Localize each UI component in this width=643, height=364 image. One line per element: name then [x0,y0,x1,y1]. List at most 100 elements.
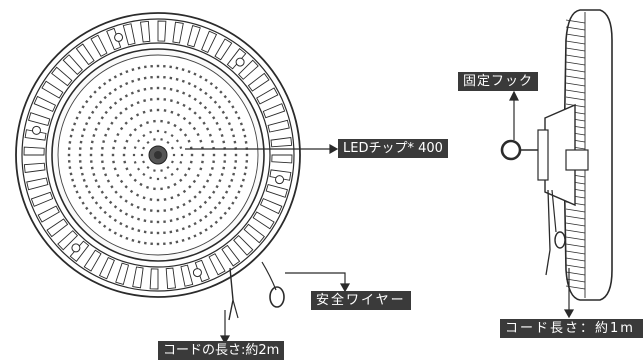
led-chip [156,75,160,79]
led-chip [223,153,227,157]
led-chip [82,128,86,132]
led-chip [102,140,106,144]
led-chip [181,68,185,72]
led-chip [163,98,167,101]
led-chip [169,219,173,223]
led-chip [190,153,194,157]
led-chip [108,228,112,232]
heatsink-fin [226,48,247,70]
led-chip [89,95,93,99]
led-chip [169,230,173,234]
heatsink-fin [165,267,176,290]
led-array [67,64,249,246]
led-chip [188,121,192,125]
led-chip [170,110,174,114]
led-chip [149,130,152,134]
led-chip [67,147,71,150]
led-chip [201,153,205,157]
side-fin [565,243,586,248]
led-chip [130,202,134,207]
led-chip [78,110,82,114]
led-chip [156,231,160,235]
led-chip [90,147,93,150]
power-cord-side [545,189,551,276]
led-chip [79,140,83,144]
led-chip [156,108,160,112]
led-chip [113,88,117,92]
led-chip [143,219,147,223]
led-chip [212,116,216,120]
led-chip [156,97,160,101]
led-chip [119,234,123,238]
heatsink-fin [256,87,279,105]
led-chip [227,184,232,188]
led-chip [119,97,123,101]
led-chip [163,198,167,201]
led-chip [176,101,180,105]
led-chip [143,99,147,103]
led-chip [90,166,94,170]
led-chip [160,119,163,123]
led-chip [142,134,146,138]
led-chip [146,140,150,145]
led-chip [221,196,225,200]
heatsink-fin [267,119,290,133]
led-chip [130,91,134,95]
led-chip [170,172,174,176]
led-chip [187,236,191,240]
led-chip [227,99,231,104]
led-chip [114,190,118,194]
led-chip [131,79,135,83]
led-chip [232,134,236,138]
led-chip [215,184,219,189]
led-chip [183,173,188,177]
led-chip [222,140,226,144]
led-chip [149,98,153,101]
led-chip [108,214,112,219]
led-chip [217,201,222,205]
led-chip [143,241,147,245]
led-chip [113,218,117,222]
led-chip [102,224,107,228]
led-chip [112,146,115,150]
led-chip [175,240,179,244]
led-chip [179,128,183,132]
label-led-chips: LEDチップ* 400 [338,139,448,158]
led-chip [133,146,137,149]
heatsink-fin [180,264,194,287]
heatsink-fin [46,218,69,238]
led-chip [111,153,115,157]
led-chip [71,178,75,182]
led-chip [181,238,185,242]
led-chip [169,76,173,80]
heatsink-fin [122,23,136,46]
led-chip [243,172,247,176]
led-chip [164,130,167,134]
led-chip [244,140,248,144]
led-chip [182,91,186,95]
led-chip [149,198,153,201]
led-chip [124,212,129,216]
led-chip [108,91,112,96]
led-chip [176,113,181,117]
led-chip [214,220,218,224]
heatsink-fin [90,34,108,57]
led-chip [153,169,156,172]
led-chip [156,64,160,68]
led-chip [193,234,197,238]
heatsink-fin [26,177,49,191]
safety-wire-line [261,261,277,291]
side-fin [565,82,586,87]
led-chip [142,160,146,164]
led-chip [175,229,179,233]
hook-ring [500,139,522,161]
led-chip [220,134,224,138]
rim-screw [71,243,81,253]
led-chip [239,122,243,126]
led-chip [106,179,111,183]
led-chip [139,182,143,187]
led-chip [163,231,166,235]
led-chip [135,193,140,197]
led-chip [137,77,141,81]
side-safety-loop [554,231,566,249]
